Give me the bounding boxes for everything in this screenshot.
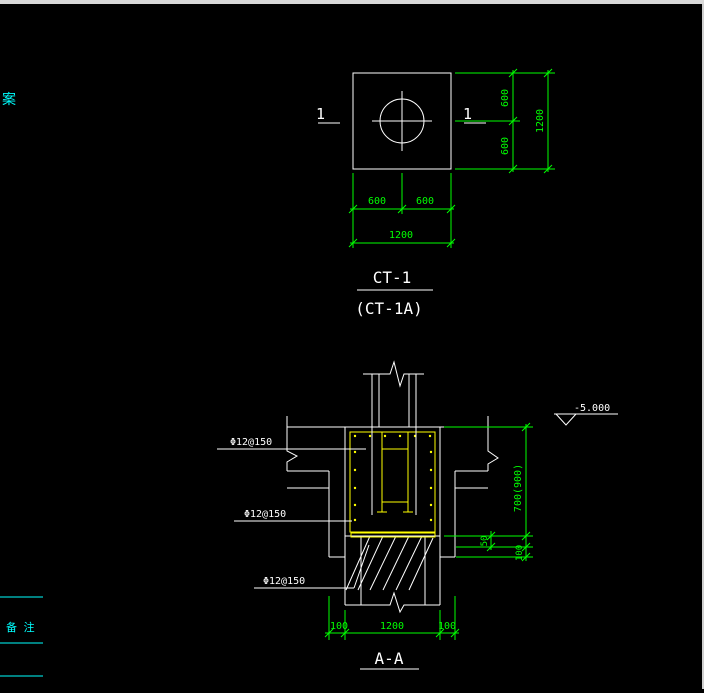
dim-bottom: 100 xyxy=(515,545,525,561)
rebar-dots xyxy=(353,434,433,522)
section-mark-left: 1 xyxy=(316,105,325,123)
pile-shaft xyxy=(344,536,441,614)
window-top-border xyxy=(0,0,704,4)
dim-h-left: 600 xyxy=(368,196,386,207)
plan-vertical-dimensions xyxy=(455,68,555,174)
column-embed-lines xyxy=(371,427,417,515)
window-right-border xyxy=(702,4,704,689)
sidebar-note-label: 备 注 xyxy=(6,620,35,634)
column-outline xyxy=(363,360,424,427)
pile-cap-section xyxy=(344,426,441,537)
section-mark-right: 1 xyxy=(463,105,472,123)
dim-h-right: 600 xyxy=(416,196,434,207)
section-title: A-A xyxy=(375,649,404,668)
rebar-label-1: Φ12@150 xyxy=(230,437,272,448)
rebar-label-2: Φ12@150 xyxy=(244,509,286,520)
dim-h-total: 1200 xyxy=(389,230,413,241)
dim-v-total: 1200 xyxy=(535,109,546,133)
elevation-marker xyxy=(554,413,618,426)
dim-right: 100 xyxy=(438,621,456,632)
rebar-cage xyxy=(349,431,436,533)
section-view: Φ12@150 Φ12@150 Φ12@150 -5.000 xyxy=(217,360,618,670)
sidebar-fragment: 案 备 注 xyxy=(0,91,43,677)
dim-cover: 50 xyxy=(480,536,490,547)
pile-cap-outline xyxy=(352,72,452,170)
elevation-label: -5.000 xyxy=(574,403,610,414)
section-vertical-dimensions xyxy=(444,422,533,562)
section-horizontal-dimensions xyxy=(324,596,460,640)
slab-left xyxy=(286,416,345,558)
dim-v-top: 600 xyxy=(500,89,511,107)
dim-v-bottom: 600 xyxy=(500,137,511,155)
column-bars xyxy=(377,432,413,513)
rebar-label-3: Φ12@150 xyxy=(263,576,305,587)
dim-height: 700(900) xyxy=(513,464,524,512)
pile-spiral xyxy=(345,535,434,591)
dim-left: 100 xyxy=(330,621,348,632)
sidebar-title-fragment: 案 xyxy=(2,91,16,108)
dim-center: 1200 xyxy=(380,621,404,632)
rebar-leaders xyxy=(217,448,370,589)
pile-top-bar xyxy=(350,532,436,538)
plan-horizontal-dimensions xyxy=(348,173,456,248)
plan-subtitle: (CT-1A) xyxy=(355,299,422,318)
plan-view: 1 1 600 600 1200 xyxy=(316,68,555,318)
plan-title: CT-1 xyxy=(373,268,412,287)
